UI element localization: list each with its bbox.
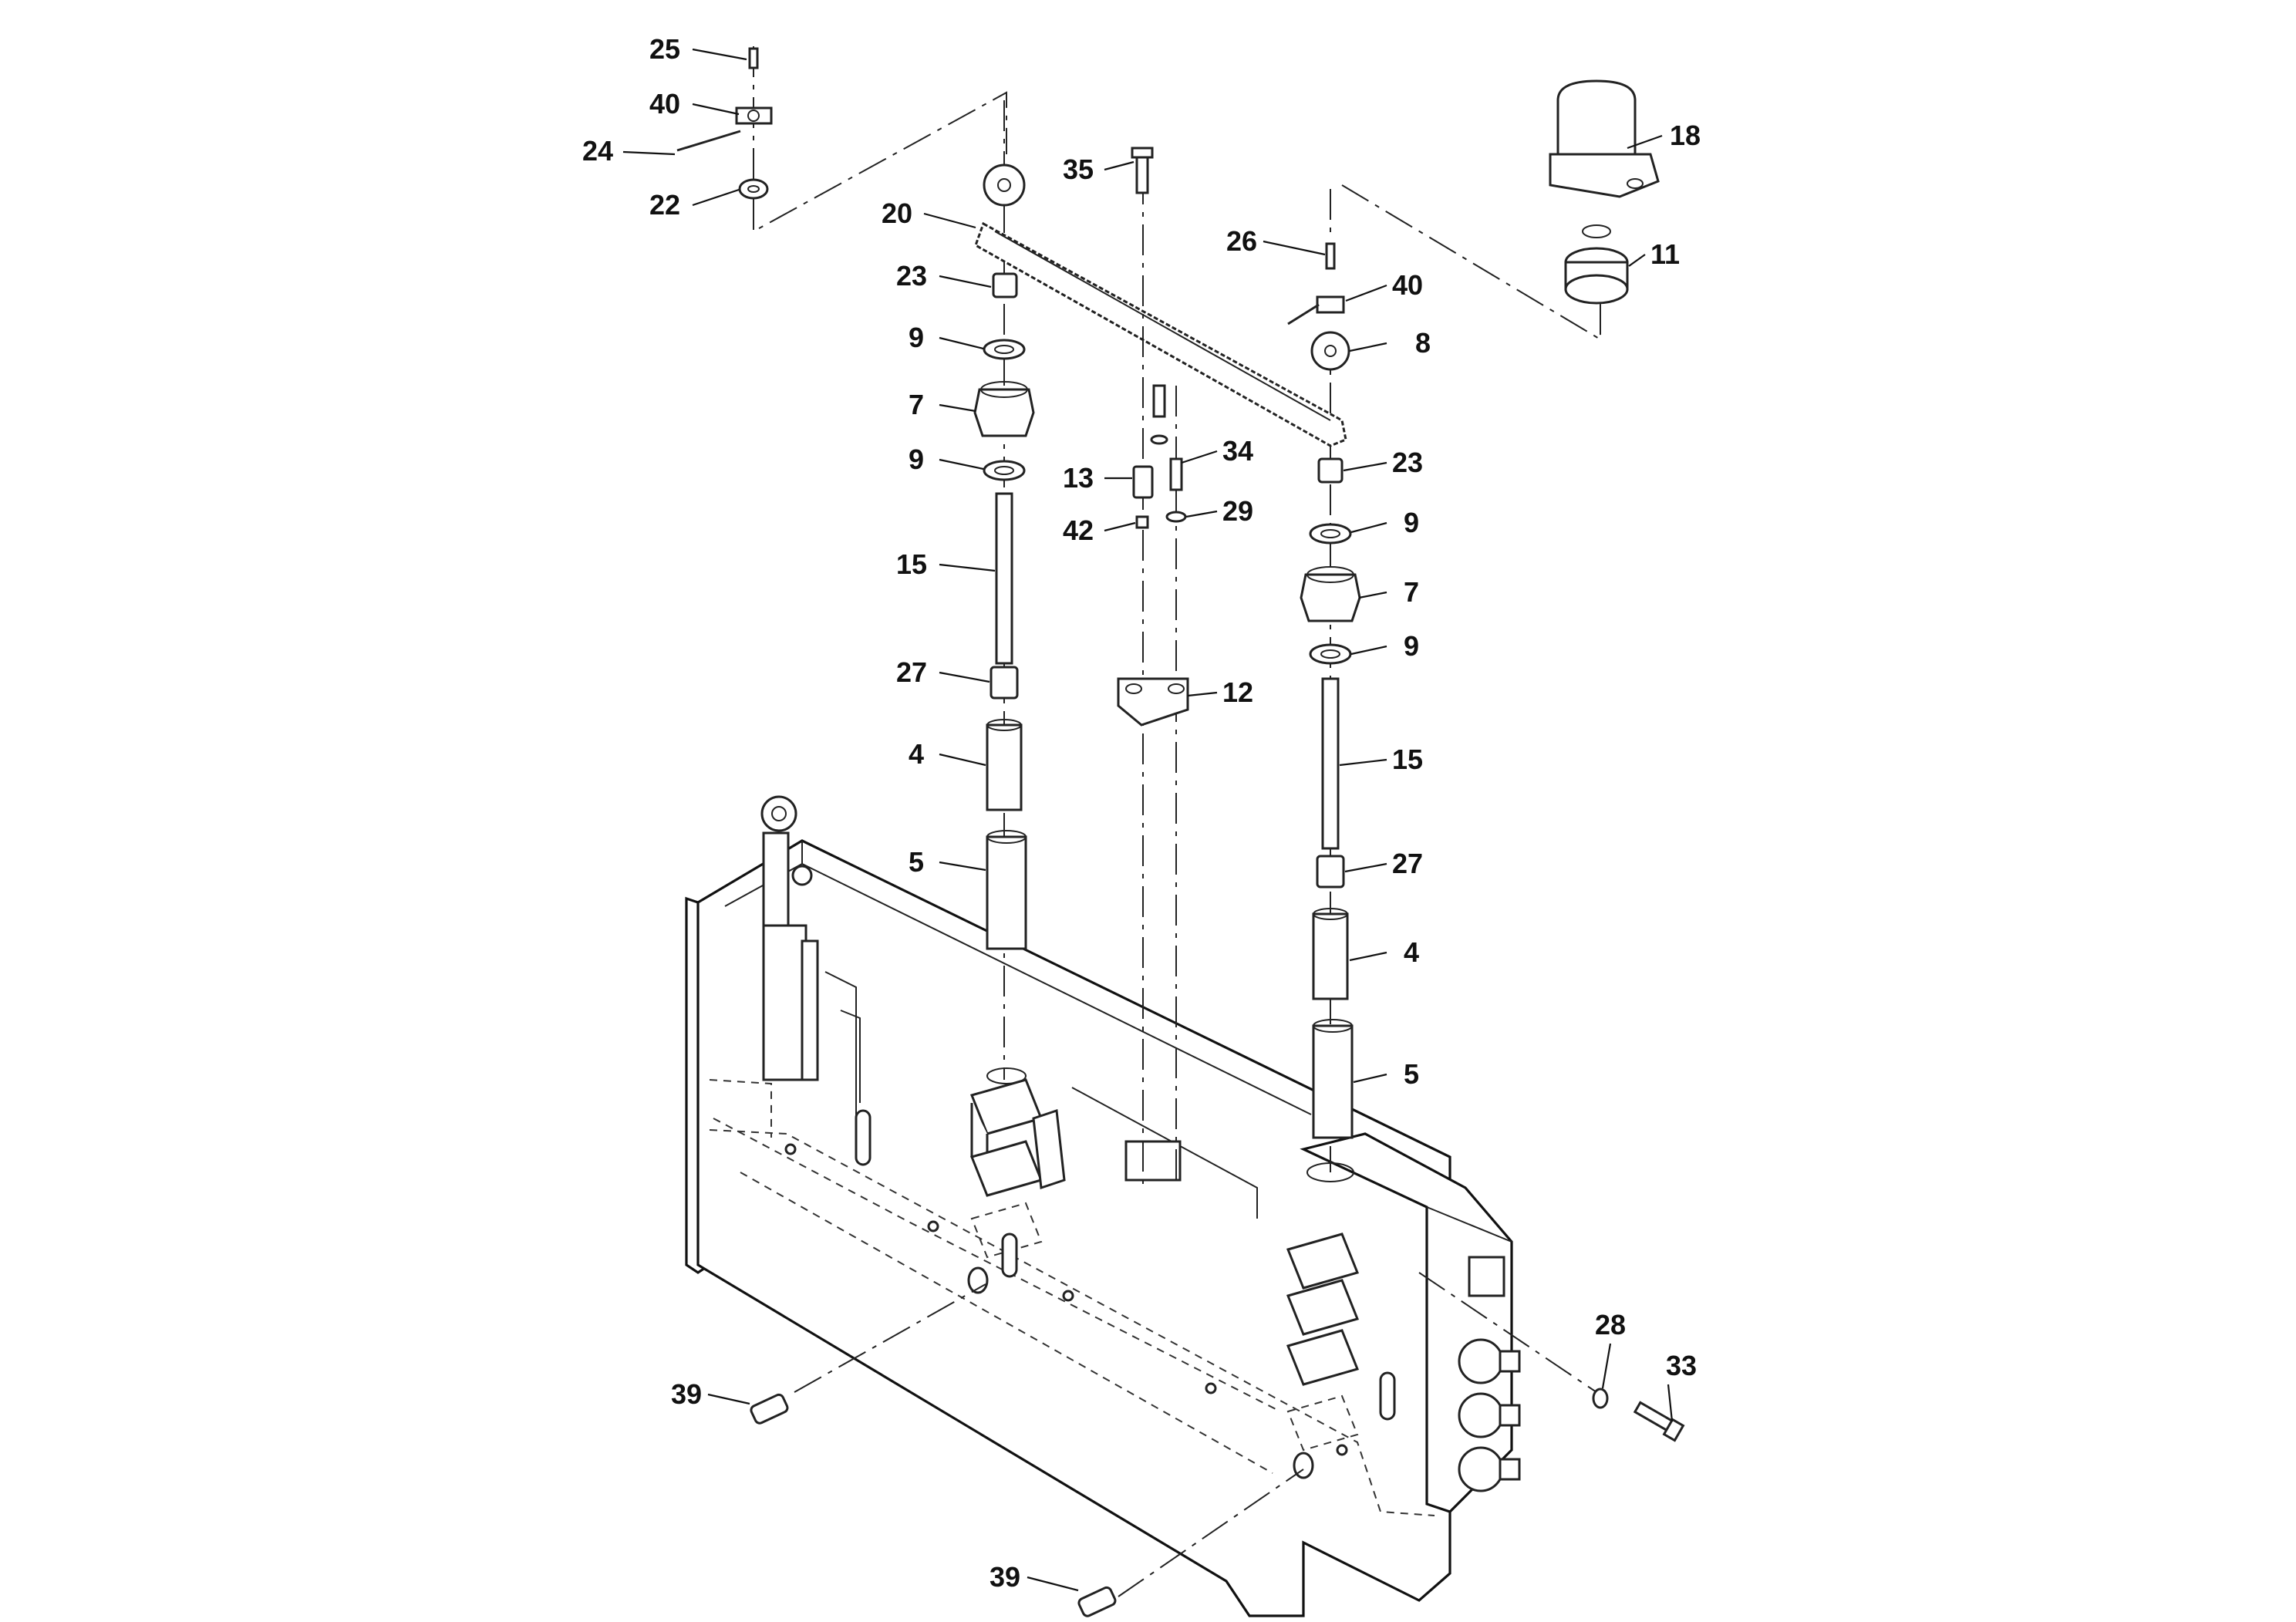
main-frame-assembly [685, 795, 1521, 1617]
callout-22: 22 [649, 189, 680, 221]
bearing-blocks-right [1286, 1162, 1360, 1452]
top-left-hardware [676, 46, 1007, 233]
callout-24: 24 [582, 135, 613, 167]
left-shaft-stack [973, 100, 1035, 1080]
callout-7-left: 7 [909, 389, 924, 420]
callout-34: 34 [1222, 435, 1253, 467]
callout-11: 11 [1650, 238, 1680, 270]
right-shaft-stack [1300, 332, 1361, 1172]
callout-5-left: 5 [909, 846, 924, 878]
callout-9-left-lower: 9 [909, 443, 924, 475]
callout-26: 26 [1226, 225, 1257, 257]
top-right-hardware [1287, 79, 1660, 371]
callout-18: 18 [1670, 120, 1701, 151]
callout-27-right: 27 [1392, 848, 1423, 879]
callout-23-left: 23 [896, 260, 927, 292]
callout-7-right: 7 [1404, 576, 1419, 608]
callout-20: 20 [882, 197, 912, 229]
callout-4-left: 4 [909, 738, 924, 770]
callout-35: 35 [1063, 153, 1094, 185]
callout-15-left: 15 [896, 548, 927, 580]
callout-labels: 25 40 24 22 35 20 23 9 7 9 15 27 4 5 13 … [582, 33, 1701, 1593]
callout-23-right: 23 [1392, 447, 1423, 478]
chain [974, 221, 1347, 447]
callout-9-left-upper: 9 [909, 322, 924, 353]
callout-28: 28 [1595, 1309, 1626, 1340]
callout-13: 13 [1063, 462, 1094, 494]
callout-27-left: 27 [896, 656, 927, 688]
callout-4-right: 4 [1404, 936, 1419, 968]
callout-33: 33 [1666, 1350, 1697, 1381]
callout-39-left: 39 [671, 1378, 702, 1410]
bottom-hardware [750, 1272, 1685, 1617]
callout-40-right: 40 [1392, 269, 1423, 301]
callout-29: 29 [1222, 495, 1253, 527]
leader-lines [622, 48, 1674, 1592]
callout-40-left: 40 [649, 88, 680, 120]
center-rod-parts [1117, 147, 1189, 1184]
callout-15-right: 15 [1392, 744, 1423, 775]
callout-9-right-lower: 9 [1404, 630, 1419, 662]
callout-5-right: 5 [1404, 1058, 1419, 1090]
callout-8: 8 [1415, 327, 1431, 359]
callout-39-bottom: 39 [990, 1561, 1020, 1593]
callout-25: 25 [649, 33, 680, 65]
callout-42: 42 [1063, 514, 1094, 546]
callout-12: 12 [1222, 676, 1253, 708]
callout-9-right-upper: 9 [1404, 507, 1419, 538]
bearing-blocks-left [969, 1067, 1066, 1259]
